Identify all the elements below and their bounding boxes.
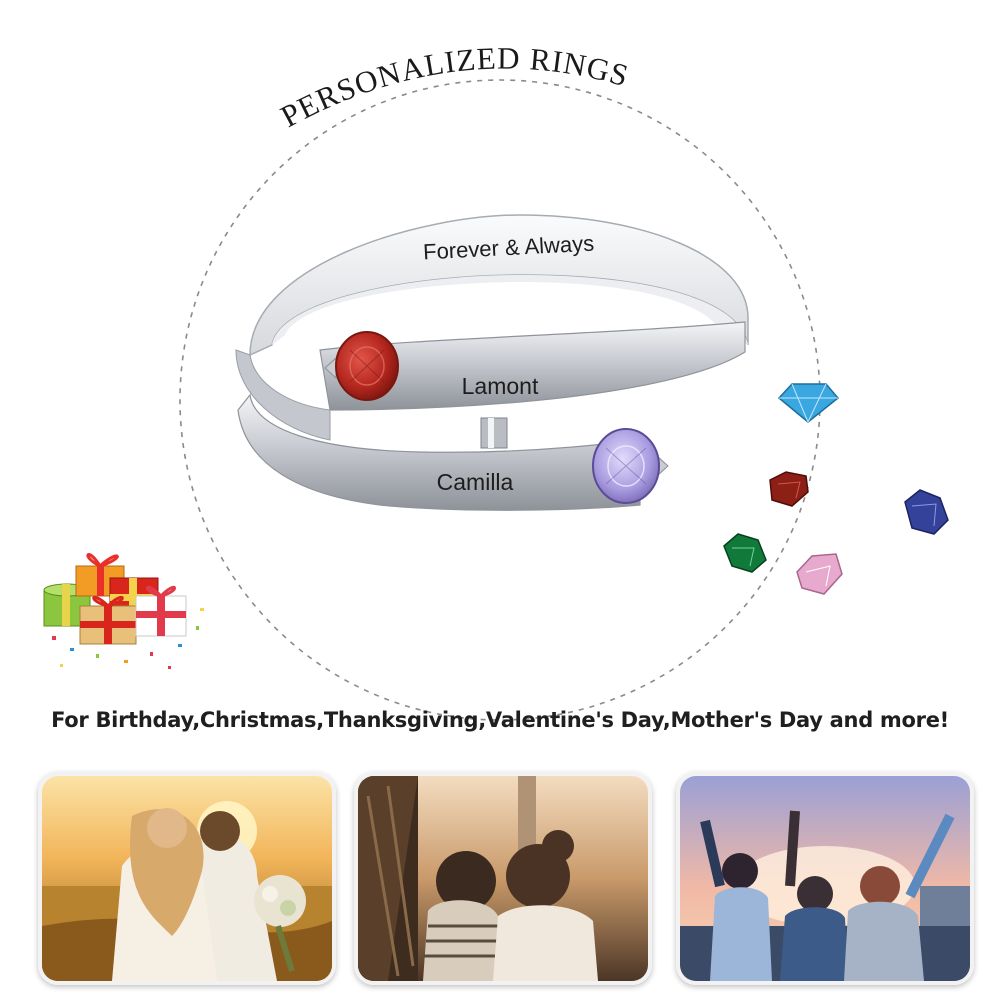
- photo-wedding-couple: [38, 772, 336, 985]
- sapphire-stone: [904, 489, 949, 535]
- page-title-text: PERSONALIZED RINGS: [275, 40, 632, 134]
- pink-tourmaline-stone: [796, 553, 843, 595]
- page-title: PERSONALIZED RINGS: [275, 40, 633, 134]
- ruby-stone: [324, 331, 399, 401]
- emerald-stone: [723, 533, 767, 573]
- ring: Forever & Always Lamont Camilla: [235, 214, 749, 511]
- garnet-stone: [769, 471, 809, 507]
- blue-topaz-stone: [777, 383, 840, 423]
- ring-top-name: Lamont: [462, 373, 539, 399]
- lilac-stone: [592, 428, 669, 504]
- photo-mother-and-child: [354, 772, 652, 985]
- loose-stones: [723, 383, 949, 595]
- ring-bottom-band: [237, 393, 641, 511]
- occasion-tagline: For Birthday,Christmas,Thanksgiving,Vale…: [51, 708, 949, 732]
- gift-boxes-icon: [43, 553, 204, 669]
- ring-top-band: [319, 321, 746, 411]
- photo-friends-celebrating: [676, 772, 974, 985]
- ring-bottom-name: Camilla: [437, 469, 514, 495]
